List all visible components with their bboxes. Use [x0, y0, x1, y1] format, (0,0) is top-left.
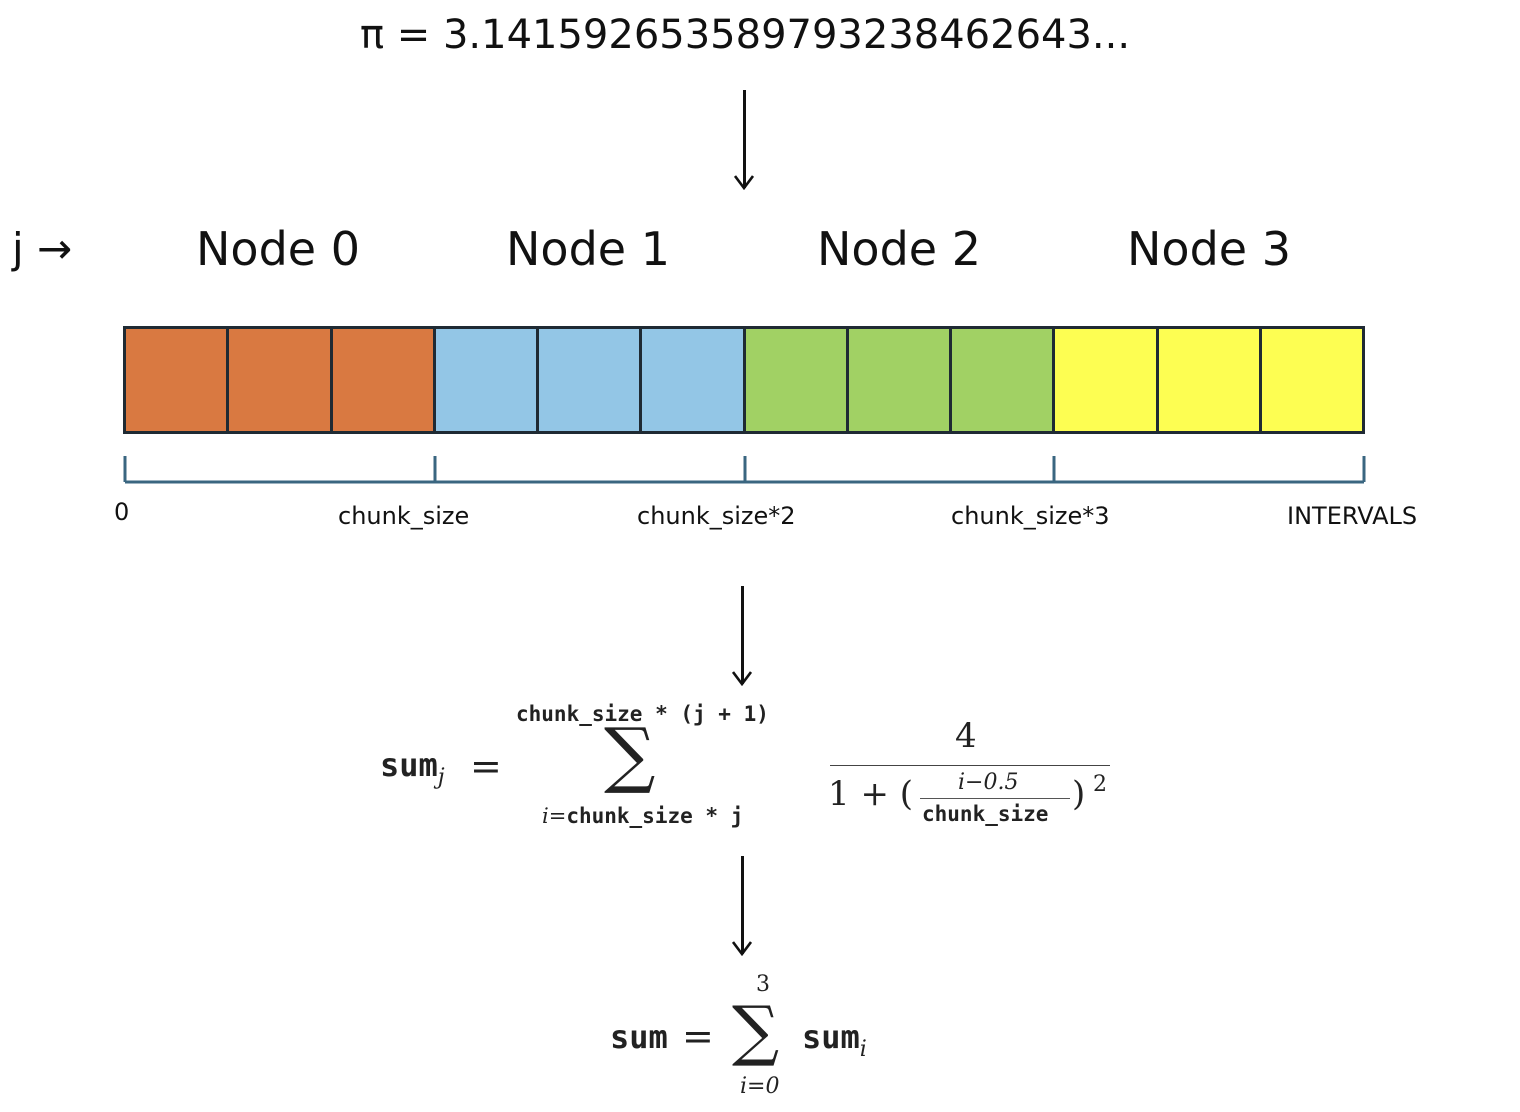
interval-cell-node-3 [1055, 329, 1159, 431]
j-index-label: j → [12, 224, 73, 273]
inner-numerator: i−0.5 [958, 770, 1019, 795]
inner-denominator: chunk_size [922, 802, 1049, 826]
equals-sign: = [470, 744, 502, 788]
denominator-suffix: ) [1072, 774, 1086, 814]
denominator-prefix: 1 + ( [828, 774, 913, 814]
tick-label-chunk-size-3: chunk_size*3 [951, 502, 1110, 530]
node-label-3: Node 3 [1127, 222, 1291, 276]
interval-ruler [123, 456, 1366, 484]
sum-lower-var: i= [542, 804, 567, 828]
fraction-bar [830, 765, 1110, 766]
rhs-sum-name: sum [802, 1018, 860, 1056]
interval-cell-node-3 [1261, 329, 1362, 431]
interval-cell-node-1 [642, 329, 746, 431]
tick-label-chunk-size-2: chunk_size*2 [637, 502, 796, 530]
exponent: 2 [1093, 772, 1107, 797]
tick-label-chunk-size: chunk_size [338, 502, 470, 530]
node-label-2: Node 2 [817, 222, 981, 276]
interval-cell-node-0 [229, 329, 333, 431]
sum-upper-limit: chunk_size * (j + 1) [516, 702, 769, 726]
interval-cell-node-2 [745, 329, 849, 431]
down-arrow-icon [732, 90, 756, 190]
interval-bar [123, 326, 1365, 434]
lhs-subscript: j [437, 765, 445, 790]
down-arrow-icon [730, 856, 754, 956]
fraction-numerator: 4 [955, 716, 977, 756]
total-lower-limit: i=0 [740, 1074, 780, 1099]
total-equals-sign: = [682, 1014, 714, 1058]
interval-cell-node-2 [952, 329, 1056, 431]
node-label-0: Node 0 [196, 222, 360, 276]
tick-label-zero: 0 [114, 498, 130, 526]
tick-label-intervals: INTERVALS [1287, 502, 1418, 530]
interval-cell-node-1 [539, 329, 643, 431]
interval-cell-node-3 [1158, 329, 1262, 431]
interval-cell-node-0 [126, 329, 230, 431]
lhs-sum-name: sum [380, 746, 438, 784]
interval-cell-node-1 [435, 329, 539, 431]
rhs-subscript: i [859, 1037, 867, 1062]
total-sigma-symbol: ∑ [732, 992, 780, 1069]
node-label-1: Node 1 [506, 222, 670, 276]
down-arrow-icon [730, 586, 754, 686]
total-upper-limit: 3 [756, 972, 770, 997]
pi-value-title: π = 3.14159265358979323846264​3... [359, 12, 1131, 58]
total-sum-name: sum [610, 1018, 668, 1056]
sum-lower-limit: chunk_size * j [566, 804, 744, 828]
interval-cell-node-2 [848, 329, 952, 431]
sigma-symbol: ∑ [604, 712, 656, 796]
interval-cell-node-0 [332, 329, 436, 431]
inner-fraction-bar [920, 798, 1070, 799]
